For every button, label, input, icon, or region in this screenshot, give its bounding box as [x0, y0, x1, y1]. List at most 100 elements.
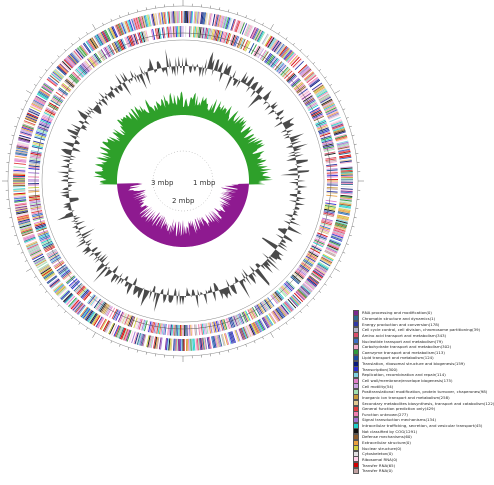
- legend-item: Amino acid transport and metabolism(343): [353, 332, 474, 339]
- legend-label: Chromatin structure and dynamics(1): [362, 315, 436, 321]
- legend-item: Translation, ribosomal structure and bio…: [353, 360, 474, 367]
- legend-label: Not classified by COG(1291): [362, 428, 418, 434]
- legend-swatch: [353, 377, 359, 384]
- legend-swatch: [353, 467, 359, 474]
- legend-swatch: [353, 445, 359, 452]
- legend-label: Coenzyme transport and metabolism(113): [362, 349, 445, 355]
- legend-item: Cell cycle control, cell division, chrom…: [353, 326, 480, 333]
- legend-item: Energy production and conversion(178): [353, 321, 474, 328]
- legend-item: Carbohydrate transport and metabolism(30…: [353, 343, 474, 350]
- legend-swatch: [353, 450, 359, 457]
- legend-item: Cytoskeleton(0): [353, 450, 474, 457]
- legend-label: Secondary metabolites biosynthesis, tran…: [362, 400, 494, 406]
- legend-label: Cytoskeleton(0): [362, 451, 393, 457]
- scale-label-1mbp: 1 mbp: [193, 179, 216, 187]
- legend-item: Posttranslational modification, protein …: [353, 388, 487, 395]
- gc-content-baseline: [34, 32, 332, 330]
- scale-ticks: [2, 0, 364, 362]
- legend-item: Secondary metabolites biosynthesis, tran…: [353, 400, 494, 407]
- cog-category-legend: RNA processing and modification(0)Chroma…: [353, 309, 494, 474]
- legend-swatch: [353, 383, 359, 390]
- legend-label: Cell wall/membrane/envelope biogenesis(1…: [362, 378, 453, 383]
- gc-skew-positive-track: [93, 91, 273, 247]
- legend-item: RNA processing and modification(0): [353, 309, 474, 316]
- legend-label: Posttranslational modification, protein …: [362, 389, 488, 395]
- legend-swatch: [353, 428, 359, 435]
- legend-item: Ribosomal RNA(0): [353, 456, 474, 463]
- legend-swatch: [353, 439, 359, 446]
- legend-item: Nuclear structure(0): [353, 445, 474, 452]
- legend-label: Ribosomal RNA(0): [362, 456, 398, 462]
- legend-swatch: [353, 338, 359, 345]
- legend-item: Extracellular structure(0): [353, 439, 474, 446]
- legend-item: General function prediction only(429): [353, 405, 474, 412]
- legend-label: Defense mechanisms(60): [362, 434, 412, 440]
- legend-swatch: [353, 394, 359, 401]
- legend-swatch: [353, 354, 359, 361]
- legend-swatch: [353, 422, 359, 429]
- legend-item: Signal transduction mechanisms(134): [353, 417, 474, 423]
- legend-item: Replication, recombination and repair(11…: [353, 371, 474, 378]
- legend-swatch: [353, 315, 359, 322]
- legend-label: Extracellular structure(0): [362, 440, 411, 446]
- legend-label: RNA processing and modification(0): [362, 310, 432, 316]
- legend-swatch: [353, 417, 359, 423]
- legend-item: Inorganic ion transport and metabolism(2…: [353, 394, 474, 401]
- legend-item: Not classified by COG(1291): [353, 428, 474, 435]
- legend-swatch: [353, 400, 359, 407]
- legend-swatch: [353, 360, 359, 367]
- inner-cog-ring-reverse: [28, 26, 338, 336]
- legend-label: Transcription(300): [362, 366, 398, 372]
- legend-swatch: [353, 411, 359, 418]
- legend-item: Intracellular trafficking, secretion, an…: [353, 422, 482, 429]
- legend-swatch: [353, 433, 359, 440]
- legend-item: Cell wall/membrane/envelope biogenesis(1…: [353, 377, 474, 384]
- gc-content-track: [57, 48, 310, 313]
- legend-swatch: [353, 349, 359, 356]
- legend-label: Signal transduction mechanisms(134): [362, 417, 436, 423]
- legend-swatch: [353, 405, 359, 412]
- legend-item: Cell motility(54): [353, 383, 474, 390]
- legend-swatch: [353, 388, 359, 395]
- legend-swatch: [353, 309, 359, 316]
- legend-item: Transfer RNA(65): [353, 462, 474, 469]
- legend-label: Function unknown(277): [362, 411, 408, 417]
- legend-item: Coenzyme transport and metabolism(113): [353, 349, 474, 356]
- legend-swatch: [353, 326, 359, 333]
- legend-item: Function unknown(277): [353, 411, 474, 418]
- gc-skew-negative-track: [117, 115, 249, 247]
- outer-cog-ring-forward: [12, 10, 354, 352]
- inner-scale-ring: [152, 150, 214, 212]
- circular-genome-map: 1 mbp 2 mbp 3 mbp: [2, 0, 364, 362]
- legend-item: Nucleotide transport and metabolism(79): [353, 338, 474, 345]
- legend-label: Carbohydrate transport and metabolism(30…: [362, 344, 452, 350]
- legend-swatch: [353, 343, 359, 350]
- legend-item: Transcription(300): [353, 366, 474, 373]
- legend-swatch: [353, 366, 359, 373]
- legend-label: Transfer RNA(65): [362, 462, 396, 468]
- legend-label: Intracellular trafficking, secretion, an…: [362, 423, 483, 429]
- legend-swatch: [353, 456, 359, 463]
- legend-item: Transfer RNA(0): [353, 467, 474, 474]
- legend-label: General function prediction only(429): [362, 406, 436, 412]
- legend-swatch: [353, 371, 359, 378]
- legend-label: Translation, ribosomal structure and bio…: [362, 361, 465, 367]
- legend-label: Nucleotide transport and metabolism(79): [362, 338, 443, 344]
- legend-label: Energy production and conversion(178): [362, 321, 440, 327]
- legend-swatch: [353, 321, 359, 328]
- legend-label: Amino acid transport and metabolism(343): [362, 332, 447, 338]
- legend-label: Replication, recombination and repair(11…: [362, 372, 446, 378]
- scale-label-2mbp: 2 mbp: [172, 197, 195, 205]
- legend-label: Transfer RNA(0): [362, 468, 393, 474]
- legend-item: Lipid transport and metabolism(124): [353, 354, 474, 361]
- scale-label-3mbp: 3 mbp: [151, 179, 174, 187]
- legend-swatch: [353, 462, 359, 469]
- legend-label: Cell motility(54): [362, 383, 394, 389]
- legend-label: Nuclear structure(0): [362, 445, 402, 451]
- legend-swatch: [353, 332, 359, 339]
- legend-label: Lipid transport and metabolism(124): [362, 355, 434, 361]
- legend-label: Inorganic ion transport and metabolism(2…: [362, 394, 450, 400]
- legend-item: Chromatin structure and dynamics(1): [353, 315, 474, 322]
- legend-label: Cell cycle control, cell division, chrom…: [362, 327, 481, 333]
- legend-item: Defense mechanisms(60): [353, 433, 474, 440]
